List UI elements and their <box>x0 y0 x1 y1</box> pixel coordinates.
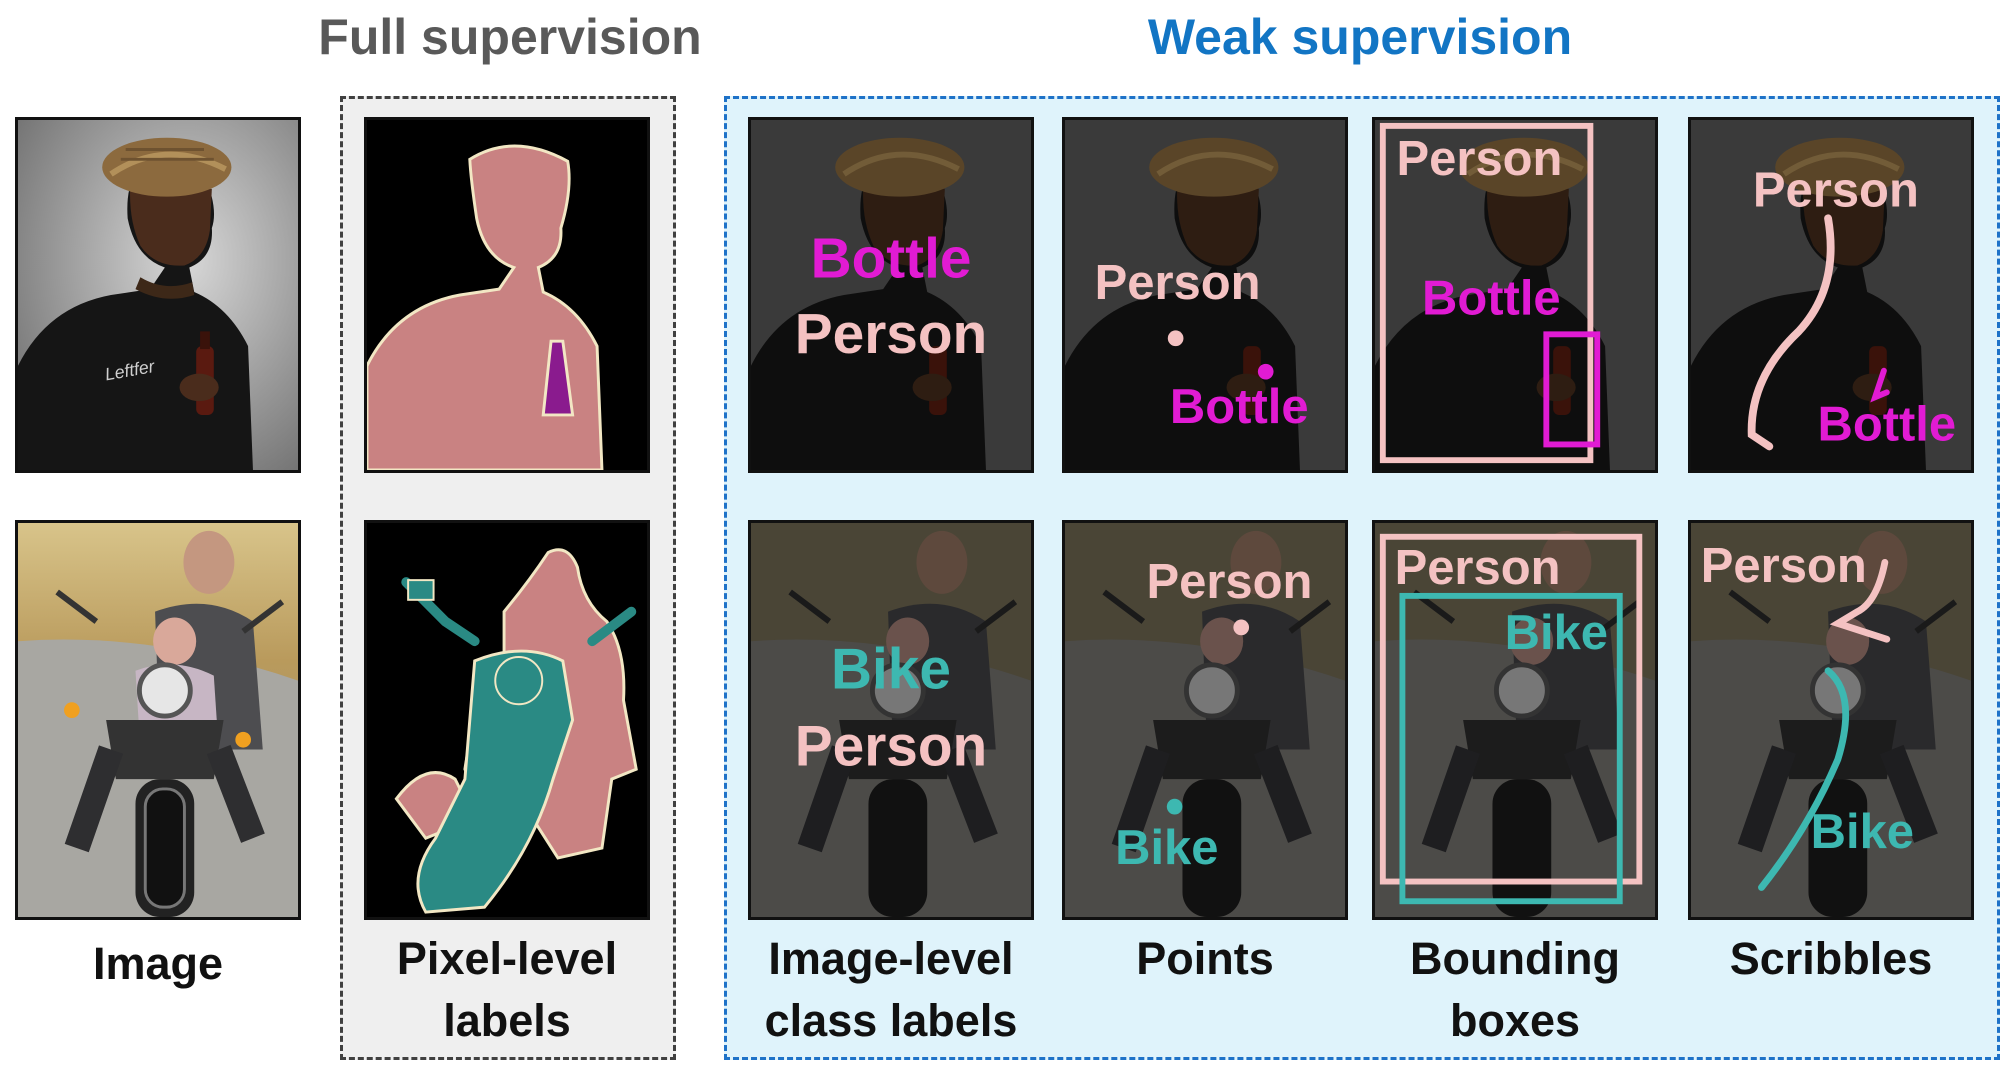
label-bike: Bike <box>1811 805 1914 859</box>
full-supervision-heading: Full supervision <box>318 9 702 65</box>
bike-bounding-box <box>1399 592 1623 905</box>
person-point-marker <box>1167 330 1184 347</box>
person-bounding-box <box>1379 533 1643 885</box>
weak-supervision-heading: Weak supervision <box>1147 9 1573 65</box>
person-scribble <box>1829 558 1891 643</box>
label-person: Person <box>1095 256 1261 310</box>
caption-image: Image <box>92 938 224 989</box>
photo-motorcycle-riders <box>15 520 301 920</box>
points-panel-moto: Person Bike <box>1062 520 1348 920</box>
bottle-bounding-box <box>1543 331 1601 448</box>
label-bike: Bike <box>1115 821 1218 875</box>
scribbles-panel-man: Person Bottle <box>1688 117 1974 473</box>
caption-bounding-boxes: Bounding boxes <box>1410 933 1620 1046</box>
caption-scribbles: Scribbles <box>1729 933 1933 984</box>
label-person: Person <box>795 302 987 366</box>
bike-scribble <box>1758 667 1850 891</box>
boxes-panel-moto: Person Bike <box>1372 520 1658 920</box>
label-bike: Bike <box>1505 606 1608 660</box>
boxes-panel-man: Person Bottle <box>1372 117 1658 473</box>
image-level-panel-man: Bottle Person <box>748 117 1034 473</box>
photo-man-bottle: Leftfer <box>15 117 301 473</box>
label-person: Person <box>795 714 987 778</box>
label-person: Person <box>1397 132 1563 186</box>
label-person: Person <box>1147 555 1313 609</box>
caption-pixel-level-labels: Pixel-level labels <box>396 933 618 1046</box>
label-bottle: Bottle <box>1817 397 1956 451</box>
image-level-panel-moto: Bike Person <box>748 520 1034 920</box>
pixel-mask-man-bottle <box>364 117 650 473</box>
points-panel-man: Person Bottle <box>1062 117 1348 473</box>
bike-point-marker <box>1166 798 1183 815</box>
caption-points: Points <box>1136 933 1274 984</box>
label-person: Person <box>1701 539 1867 593</box>
label-bottle: Bottle <box>1170 380 1309 434</box>
bottle-scribble <box>1870 367 1890 403</box>
label-person: Person <box>1395 541 1561 595</box>
bottle-point-marker <box>1257 363 1274 380</box>
pixel-mask-motorcycle <box>364 520 650 920</box>
scribbles-panel-moto: Person Bike <box>1688 520 1974 920</box>
person-point-marker <box>1233 619 1250 636</box>
caption-image-level-class-labels: Image-level class labels <box>764 933 1018 1046</box>
label-bike: Bike <box>831 637 951 701</box>
label-bottle: Bottle <box>1422 272 1561 326</box>
label-person: Person <box>1753 163 1919 217</box>
person-scribble <box>1747 214 1835 451</box>
person-bounding-box <box>1379 122 1594 464</box>
label-bottle: Bottle <box>811 226 972 290</box>
